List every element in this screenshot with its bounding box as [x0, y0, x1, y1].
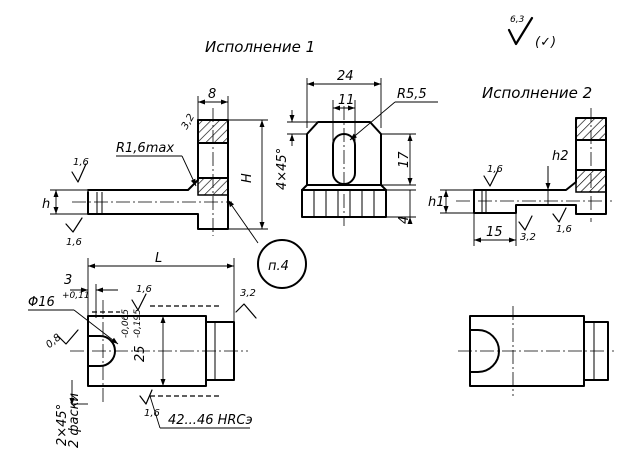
dim-h1: h1: [428, 195, 445, 210]
svg-text:1,6: 1,6: [144, 408, 160, 419]
general-roughness-symbol: 6,3 (✓): [507, 15, 556, 50]
svg-text:3,2: 3,2: [180, 112, 197, 131]
chamfer-note: 2 фаски: [67, 393, 82, 448]
svg-text:3,2: 3,2: [240, 288, 256, 299]
svg-text:-0,065: -0,065: [121, 309, 131, 338]
dim-3: 3: [64, 273, 72, 288]
dim-H: H: [240, 173, 255, 183]
svg-text:1,6: 1,6: [73, 157, 89, 168]
dim-4: 4: [397, 216, 412, 224]
svg-text:0,8: 0,8: [44, 332, 63, 351]
dim-11: 11: [338, 93, 355, 108]
dim-chamfer-4x45: 4×45°: [275, 148, 290, 190]
svg-text:+0,11: +0,11: [62, 291, 90, 301]
svg-text:3,2: 3,2: [520, 232, 536, 243]
dim-chamfer-2x45: 2×45°: [55, 404, 70, 446]
note-reference-bubble: п.4: [257, 239, 307, 289]
svg-text:п.4: п.4: [268, 259, 289, 274]
svg-text:1,6: 1,6: [66, 237, 82, 248]
variant1-front-view: 24 11 R5,5 4×45° 17 4: [275, 69, 438, 226]
variant1-side-view: 1,6 1,6 h 8 3,2 R1,6max H: [42, 87, 268, 248]
svg-text:6,3: 6,3: [510, 15, 525, 25]
svg-text:1,6: 1,6: [487, 164, 503, 175]
dim-h2: h2: [552, 149, 569, 164]
variant1-top-view: L 3 Φ16 +0,11 0,8 1,6 3,2 25 -0,065 -0,1…: [28, 251, 257, 448]
dim-r1-6max: R1,6max: [116, 141, 174, 156]
dim-25: 25: [133, 345, 148, 362]
dim-15: 15: [486, 225, 503, 240]
svg-text:(✓): (✓): [535, 35, 556, 50]
dim-r5-5: R5,5: [397, 87, 427, 102]
title-variant-2: Исполнение 2: [482, 84, 592, 102]
svg-text:1,6: 1,6: [556, 224, 572, 235]
dim-17: 17: [397, 151, 412, 168]
variant2-top-view: [458, 306, 614, 396]
svg-text:1,6: 1,6: [136, 284, 152, 295]
dim-phi16: Φ16: [28, 295, 55, 310]
title-variant-1: Исполнение 1: [205, 38, 315, 56]
dim-h: h: [42, 197, 50, 212]
hardness-note: 42...46 HRCэ: [168, 413, 253, 428]
svg-text:-0,195: -0,195: [133, 309, 143, 338]
variant2-side-view: h1 h2 15 1,6 3,2 1,6: [428, 108, 612, 246]
dim-24: 24: [337, 69, 354, 84]
dim-8: 8: [208, 87, 216, 102]
dim-L: L: [155, 251, 162, 266]
